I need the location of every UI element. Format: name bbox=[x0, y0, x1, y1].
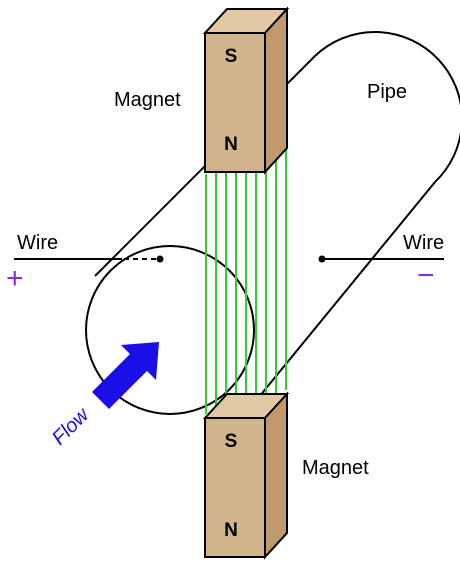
right-electrode bbox=[318, 255, 326, 263]
positive-terminal-label: + bbox=[6, 262, 24, 295]
bottom-magnet: S N bbox=[202, 391, 290, 560]
right-wire-label: Wire bbox=[403, 232, 444, 254]
left-wire-label: Wire bbox=[17, 232, 58, 254]
top-magnet-front-face bbox=[204, 32, 266, 173]
left-electrode bbox=[156, 255, 164, 263]
pipe-far-end bbox=[314, 31, 460, 183]
top-magnet-south-label: S bbox=[225, 46, 238, 67]
bottom-magnet-side-face bbox=[264, 391, 288, 560]
pipe-bottom-edge bbox=[253, 181, 436, 404]
magnetic-field-lines bbox=[205, 150, 287, 414]
top-magnet-label: Magnet bbox=[114, 89, 181, 111]
flow-label: Flow bbox=[48, 403, 95, 450]
bottom-magnet-front-face bbox=[204, 417, 266, 558]
top-magnet: S N bbox=[202, 6, 290, 175]
pipe-near-end bbox=[85, 245, 255, 415]
pipe-label: Pipe bbox=[367, 81, 407, 103]
bottom-magnet-label: Magnet bbox=[302, 457, 369, 479]
flow-arrow-icon bbox=[92, 342, 159, 409]
bottom-magnet-north-label: N bbox=[224, 520, 238, 541]
bottom-magnet-south-label: S bbox=[225, 431, 238, 452]
top-magnet-north-label: N bbox=[224, 134, 238, 155]
negative-terminal-label: − bbox=[417, 259, 435, 292]
top-magnet-side-face bbox=[264, 6, 288, 175]
